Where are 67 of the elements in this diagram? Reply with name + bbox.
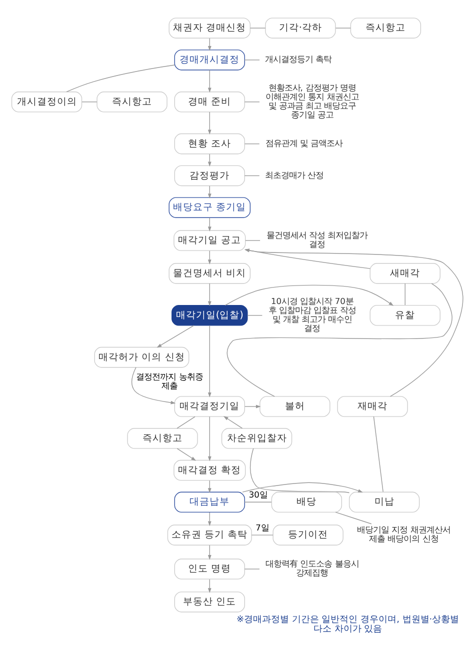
node-text: 10시경 입찰시작 70분 후 입찰마감 입찰표 작성 및 개찰 최고가 매수인 결정 [268, 296, 356, 334]
arrow [131, 367, 176, 404]
node-box: 소유권 등기 촉탁 [166, 524, 252, 546]
node-box: 배당 [270, 492, 342, 513]
arrow [207, 544, 211, 560]
arrow [207, 416, 211, 462]
arrow [207, 325, 211, 398]
node-box: 유찰 [369, 304, 440, 326]
node-text: 물건명세서 작성 최저입찰가 결정 [266, 230, 368, 250]
node-box: 재매각 [336, 396, 408, 417]
node-text: 최초경매가 산정 [264, 170, 324, 180]
node-text: 개시결정등기 촉탁 [264, 54, 332, 64]
connector [334, 512, 372, 524]
node-box: 불허 [259, 396, 330, 417]
arrow [244, 404, 260, 408]
connector [244, 568, 260, 570]
node-box: 새매각 [369, 263, 440, 284]
node-box: 미납 [348, 492, 420, 513]
arrow [222, 416, 242, 429]
arrow [207, 283, 211, 306]
connector [404, 283, 405, 306]
connector [176, 416, 195, 429]
node-box: 즉시항고 [350, 18, 421, 38]
edge-label: 30일 [248, 490, 267, 500]
connector [244, 143, 260, 144]
arrow [224, 284, 394, 306]
node-box: 매각기일 공고 [173, 230, 246, 251]
node-box: 경매 준비 [174, 92, 244, 112]
node-box: 경매개시결정 [174, 50, 244, 70]
node-box: 즉시항고 [126, 428, 198, 449]
node-box: 개시결정이의 [10, 92, 82, 112]
connector [246, 315, 262, 316]
arrow [207, 70, 211, 93]
node-box: 인도 명령 [174, 558, 244, 580]
node-text: 배당기일 지정 채권계산서 제출 배당이의 신청 [356, 524, 450, 544]
connector [66, 64, 174, 92]
arrow [242, 482, 362, 492]
node-box: 물건명세서 비치 [168, 263, 250, 284]
node-box: 매각결정기일 [174, 396, 244, 417]
connector [250, 534, 273, 536]
node-box: 감정평가 [174, 165, 244, 186]
arrow [156, 325, 194, 348]
node-box: 대금납부 [174, 492, 244, 513]
node-box: 채권자 경매신청 [168, 18, 250, 38]
node-box: 등기이전 [272, 524, 343, 546]
connector [226, 283, 452, 397]
node-box: 즉시항고 [96, 92, 167, 112]
connector [372, 416, 383, 492]
node-text: 대항력有 인도소송 불응시 강제집행 [265, 558, 358, 578]
arrow [207, 112, 211, 135]
node-box: 매각기일(입찰) [171, 304, 248, 326]
edge-label: 결정전까지 농취증 제출 [136, 372, 202, 391]
node-box: 부동산 인도 [174, 592, 244, 612]
node-box: 현황 조사 [174, 133, 244, 154]
arrow [176, 448, 196, 461]
caption: ※경매과정별 기간은 일반적인 경우이며, 법원별·상황별 다소 차이가 있음 [236, 614, 459, 635]
connector [244, 175, 260, 176]
node-box: 차순위입찰자 [220, 428, 292, 449]
node-box: 기각·각하 [264, 18, 336, 38]
node-box: 매각결정 확정 [173, 460, 246, 481]
node-text: 현황조사, 감정평가 명령 이해관계인 통지 채권신고 및 공과금 최고 배당요구 종기일 공고 [265, 82, 358, 120]
connector [249, 448, 350, 494]
node-box: 매각허가 이의 신청 [94, 346, 189, 368]
node-text: 점유관계 및 금액조사 [264, 138, 342, 148]
edge-label: 7일 [255, 522, 268, 533]
connector [244, 240, 260, 241]
node-box: 배당요구 종기일 [168, 197, 250, 218]
